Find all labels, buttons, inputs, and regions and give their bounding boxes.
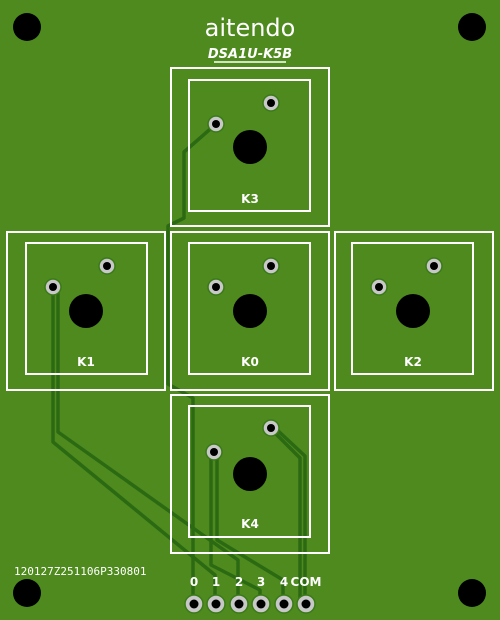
mounting-holes (13, 13, 486, 607)
key-pad-drill (49, 283, 57, 291)
key-pad-drill (430, 262, 438, 270)
mounting-hole-bottom-left (13, 579, 41, 607)
key-center-hole (396, 294, 430, 328)
trace-k3 (166, 122, 218, 604)
connector-pad-drill (234, 599, 244, 609)
trace-com-2 (273, 426, 307, 604)
key-center-hole (233, 294, 267, 328)
key-pad-drill (103, 262, 111, 270)
key-pad-drill (267, 262, 275, 270)
key-label: K0 (241, 355, 259, 369)
key-label: K2 (404, 355, 422, 369)
connector-pad-drill (256, 599, 266, 609)
connector-pad-drill (301, 599, 311, 609)
pin-label-1: 1 (212, 575, 220, 589)
model-name: DSA1U-K5B (208, 47, 292, 62)
key-outer-outline (170, 231, 330, 391)
key-pad-drill (212, 120, 220, 128)
pin-label-2: 2 (235, 575, 243, 589)
pin-label-4: 4 (280, 575, 288, 589)
connector-pad-drill (279, 599, 289, 609)
mounting-hole-top-right (458, 13, 486, 41)
connector-labels: 0 1 2 3 4 COM (190, 575, 322, 589)
key-pad-drill (210, 448, 218, 456)
key-outer-outline (6, 231, 166, 391)
key-center-hole (233, 130, 267, 164)
key-outer-outline (170, 67, 330, 227)
key-center-hole (233, 457, 267, 491)
key-label: K4 (241, 517, 259, 531)
key-k1: K1 (6, 231, 166, 391)
connector-pad-drill (211, 599, 221, 609)
trace-com (268, 426, 302, 604)
key-inner-outline (188, 242, 311, 375)
key-inner-outline (25, 242, 148, 375)
key-k4: K4 (170, 394, 330, 554)
mounting-hole-bottom-right (458, 579, 486, 607)
key-k2: K2 (334, 231, 494, 391)
trace-k1-common (56, 287, 240, 604)
traces (51, 122, 307, 604)
trace-k4-common (215, 452, 285, 604)
trace-k1 (51, 287, 217, 604)
key-pad-drill (212, 283, 220, 291)
key-outer-outline (170, 394, 330, 554)
key-pad-drill (267, 424, 275, 432)
pin-label-3: 3 (257, 575, 265, 589)
key-inner-outline (188, 405, 311, 538)
pin-label-com: COM (291, 575, 322, 589)
key-inner-outline (188, 79, 311, 212)
key-inner-outline (351, 242, 474, 375)
brand-logo-text: aitendo (205, 14, 296, 42)
mounting-hole-top-left (13, 13, 41, 41)
key-label: K1 (77, 355, 95, 369)
key-k3: K3 (170, 67, 330, 227)
key-label: K3 (241, 192, 259, 206)
serial-number: 120127Z251106P330801 (14, 565, 146, 578)
connector-pads (184, 594, 316, 614)
key-pad-drill (267, 99, 275, 107)
key-center-hole (69, 294, 103, 328)
connector-pad-drill (189, 599, 199, 609)
pin-label-0: 0 (190, 575, 198, 589)
key-k0: K0 (170, 231, 330, 391)
key-outer-outline (334, 231, 494, 391)
key-pad-drill (375, 283, 383, 291)
